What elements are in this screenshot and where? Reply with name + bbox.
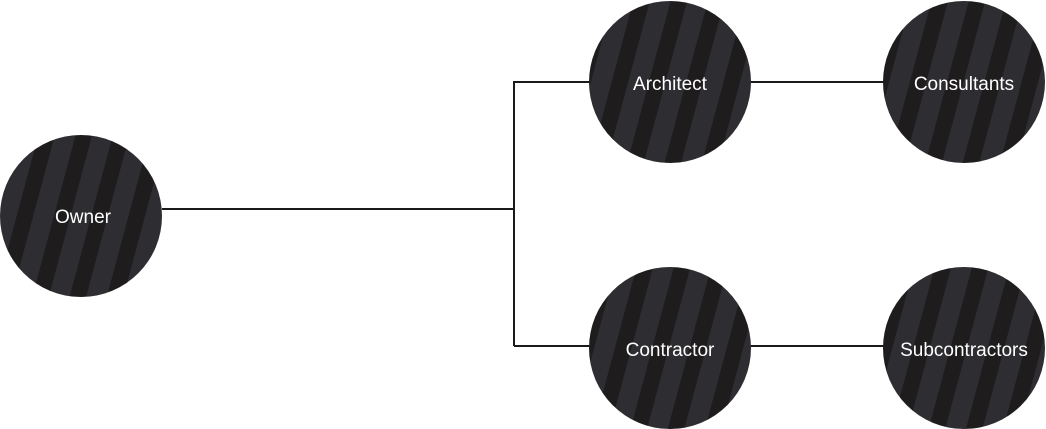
node-consultants-label: Consultants (914, 74, 1014, 95)
node-owner-circle (0, 135, 162, 297)
node-architect-circle (589, 1, 751, 163)
node-consultants: Consultants (883, 1, 1045, 163)
node-contractor: Contractor (589, 267, 751, 429)
node-owner: Owner (0, 135, 162, 297)
node-consultants-circle (883, 1, 1045, 163)
node-contractor-label: Contractor (626, 340, 715, 361)
connector-lines (162, 81, 884, 347)
node-architect-label: Architect (633, 74, 708, 95)
node-subcontractors: Subcontractors (883, 267, 1045, 429)
node-architect: Architect (589, 1, 751, 163)
node-owner-label: Owner (55, 207, 112, 228)
node-contractor-circle (589, 267, 751, 429)
node-subcontractors-circle (883, 267, 1045, 429)
node-subcontractors-label: Subcontractors (900, 340, 1028, 361)
